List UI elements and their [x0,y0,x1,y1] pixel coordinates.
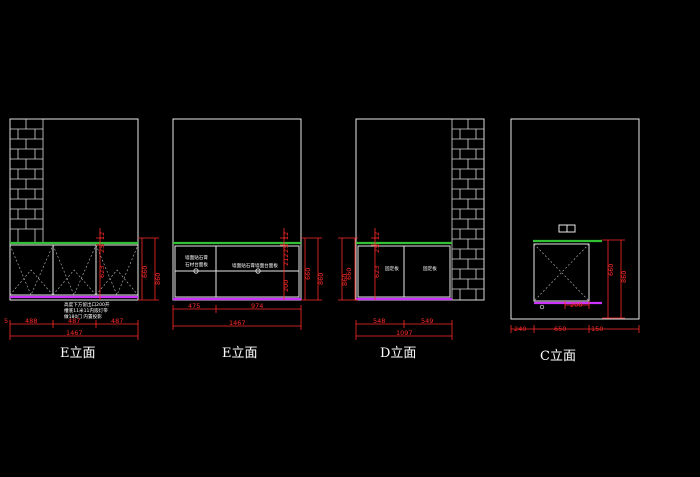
c-cabinet [533,243,590,302]
e2-h-200: 200 [282,280,290,292]
c-h-660: 660 [607,264,615,276]
e2-h-212: 212 [282,254,290,266]
e1-brick-wall [9,118,44,244]
e2-title: E立面 [222,346,258,361]
d-h-860: 860 [341,274,349,286]
e2-h-660: 660 [304,268,312,280]
e1-outline [9,118,139,301]
e2-h-860: 860 [317,273,325,285]
e2-w-2: 974 [251,302,263,310]
c-h-860: 860 [620,271,628,283]
e1-h-25: 25 [98,245,106,253]
e1-h-860: 860 [154,273,162,285]
d-w-2: 549 [421,317,433,325]
d-h-25: 25 [373,245,381,253]
e2-h-25: 25 [282,245,290,253]
c-w-inner: 200 [570,301,582,309]
e1-w-overall: 1467 [66,329,83,337]
c-w-2: 650 [554,325,566,333]
e2-outline [172,118,302,301]
e1-title: E立面 [60,346,96,361]
e1-h-623: 623 [98,266,106,278]
e1-h-12: 12 [98,232,106,240]
elevation-e1: 高度下方留出口200开 槽底11米11内嵌灯带 做180门 内置投影 12 25… [4,118,162,361]
e1-note-1: 高度下方留出口200开 [64,301,110,308]
c-w-3: 150 [591,325,603,333]
e1-cabinet [9,244,139,296]
elevation-c: 660 860 200 240 650 150 C立面 [510,118,640,364]
d-door-label-2: 固定板 [423,265,437,272]
e2-note-3: 墙面贴石膏墙面台面板 [232,262,278,269]
e2-w-1: 475 [188,302,200,310]
e1-note-2: 槽底11米11内嵌灯带 [64,307,108,314]
e2-note-1: 墙面贴石膏 [185,254,208,261]
d-h-660: 660 [345,268,353,280]
e1-w-1: 488 [25,317,37,325]
e2-w-overall: 1467 [229,319,246,327]
e1-h-660: 660 [141,266,149,278]
d-door-label-1: 固定板 [385,265,399,272]
c-w-1: 240 [514,325,526,333]
d-h-623: 623 [373,266,381,278]
elevation-e2: 墙面贴石膏 石材台面板 墙面贴石膏墙面台面板 12 25 212 200 660… [172,118,325,361]
d-brick-wall [451,118,485,301]
d-w-1: 548 [373,317,385,325]
e1-left-mark: 5 [4,317,8,325]
d-title: D立面 [380,346,416,361]
d-w-overall: 1097 [396,329,413,337]
e1-w-2: 487 [68,317,80,325]
e1-w-3: 487 [111,317,123,325]
e2-h-12: 12 [282,232,290,240]
e2-note-2: 石材台面板 [185,261,208,268]
elevation-d: 固定板 固定板 12 25 623 660 860 548 549 1097 D… [338,118,485,361]
e1-note-3: 做180门 内置投影 [64,313,102,320]
c-title: C立面 [540,349,576,364]
d-h-12: 12 [373,232,381,240]
c-outline [510,118,640,320]
